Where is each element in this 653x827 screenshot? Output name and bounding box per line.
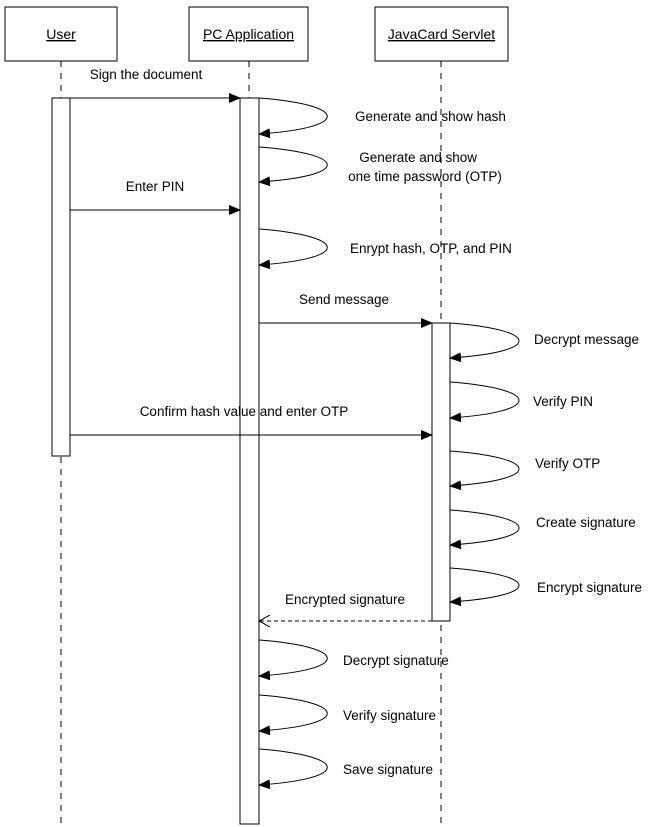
message-enter-pin-label: Enter PIN bbox=[126, 179, 185, 194]
self-message-generate-hash: Generate and show hash bbox=[258, 97, 506, 139]
message-confirm-hash-label: Confirm hash value and enter OTP bbox=[140, 404, 349, 419]
message-confirm-hash: Confirm hash value and enter OTP bbox=[70, 404, 433, 440]
activation-javacard-servlet bbox=[431, 322, 451, 622]
self-message-generate-otp-label: Generate and show one time password (OTP… bbox=[348, 150, 502, 184]
self-message-verify-otp-label: Verify OTP bbox=[535, 456, 600, 471]
self-message-create-signature-label: Create signature bbox=[536, 515, 636, 530]
self-message-encrypt: Enrypt hash, OTP, and PIN bbox=[258, 228, 512, 270]
activation-user bbox=[51, 97, 71, 457]
self-message-encrypt-signature-label: Encrypt signature bbox=[537, 580, 642, 595]
return-message-encrypted-signature: Encrypted signature bbox=[259, 592, 432, 621]
self-message-save-signature: Save signature bbox=[258, 748, 433, 790]
actor-pc-application: PC Application bbox=[188, 6, 309, 62]
actor-javacard-servlet-label: JavaCard Servlet bbox=[388, 26, 495, 42]
self-message-create-signature: Create signature bbox=[449, 509, 636, 550]
self-message-verify-pin: Verify PIN bbox=[449, 381, 593, 423]
activation-pc-application bbox=[239, 97, 260, 825]
self-message-generate-otp-label-line1: Generate and show bbox=[359, 150, 477, 165]
message-sign-document-label: Sign the document bbox=[90, 67, 203, 82]
self-message-verify-signature-label: Verify signature bbox=[343, 708, 436, 723]
self-message-generate-hash-label: Generate and show hash bbox=[355, 109, 506, 124]
self-message-decrypt-signature: Decrypt signature bbox=[258, 639, 449, 681]
actor-javacard-servlet: JavaCard Servlet bbox=[374, 6, 509, 62]
message-send-message-label: Send message bbox=[299, 292, 389, 307]
actor-user: User bbox=[4, 6, 118, 62]
message-send-message: Send message bbox=[259, 292, 433, 328]
self-message-decrypt-message: Decrypt message bbox=[449, 322, 639, 363]
self-message-generate-otp-label-line2: one time password (OTP) bbox=[348, 169, 502, 184]
actor-user-label: User bbox=[46, 26, 76, 42]
actor-pc-application-label: PC Application bbox=[203, 26, 294, 42]
self-message-verify-otp: Verify OTP bbox=[449, 450, 600, 491]
self-message-encrypt-label: Enrypt hash, OTP, and PIN bbox=[350, 241, 512, 256]
self-message-decrypt-signature-label: Decrypt signature bbox=[343, 653, 449, 668]
self-message-generate-otp: Generate and show one time password (OTP… bbox=[258, 146, 502, 187]
message-enter-pin: Enter PIN bbox=[70, 179, 241, 215]
self-message-verify-signature: Verify signature bbox=[258, 694, 436, 736]
message-sign-document: Sign the document bbox=[70, 67, 241, 103]
return-message-encrypted-signature-label: Encrypted signature bbox=[285, 592, 405, 607]
self-message-decrypt-message-label: Decrypt message bbox=[534, 332, 639, 347]
self-message-verify-pin-label: Verify PIN bbox=[533, 394, 593, 409]
self-message-encrypt-signature: Encrypt signature bbox=[449, 567, 642, 607]
self-message-save-signature-label: Save signature bbox=[343, 762, 433, 777]
